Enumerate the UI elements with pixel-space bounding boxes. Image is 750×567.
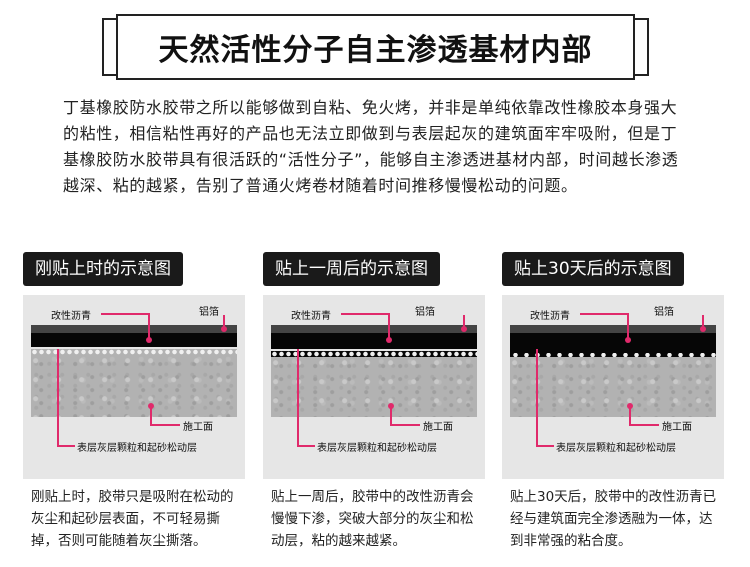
- label-foil: 铝箔: [415, 307, 435, 318]
- panel-caption: 刚贴上时，胶带只是吸附在松动的灰尘和起砂层表面，不可轻易撕掉，否则可能随着灰尘撕…: [31, 489, 234, 549]
- foil-layer: [271, 325, 477, 333]
- asphalt-layer: [510, 333, 716, 355]
- panel-one-week: 贴上一周后的示意图 改性沥青 铝箔 施工面 表层灰层颗粒和起砂松动层 贴上一周后…: [263, 252, 485, 552]
- concrete-substrate: [271, 357, 477, 417]
- panel-caption: 贴上一周后，胶带中的改性沥青会慢慢下渗，突破大部分的灰尘和松动层，粘的越来越紧。: [271, 489, 474, 549]
- pointer-line: [536, 445, 554, 447]
- pointer-dot: [700, 326, 706, 332]
- foil-layer: [510, 325, 716, 333]
- pointer-line: [629, 424, 659, 426]
- pointer-dot: [386, 337, 392, 343]
- pointer-line: [150, 424, 180, 426]
- pointer-line: [148, 313, 150, 341]
- label-asphalt: 改性沥青: [51, 311, 91, 322]
- page-title-frame: 天然活性分子自主渗透基材内部: [102, 14, 649, 82]
- dust-particles: [31, 349, 237, 355]
- pointer-line: [57, 445, 75, 447]
- pointer-dot: [461, 326, 467, 332]
- panel-heading: 刚贴上时的示意图: [23, 252, 183, 286]
- asphalt-layer: [271, 333, 477, 349]
- pointer-line: [580, 313, 628, 315]
- pointer-line: [536, 349, 538, 447]
- pointer-line: [297, 349, 299, 447]
- concrete-substrate: [31, 355, 237, 417]
- label-dust: 表层灰层颗粒和起砂松动层: [556, 443, 676, 454]
- dust-particles: [271, 351, 477, 357]
- pointer-line: [463, 315, 465, 329]
- pointer-line: [150, 406, 152, 424]
- concrete-substrate: [510, 357, 716, 417]
- pointer-line: [101, 313, 149, 315]
- foil-layer: [31, 325, 237, 333]
- page-title: 天然活性分子自主渗透基材内部: [158, 33, 593, 68]
- dust-particles: [510, 353, 716, 357]
- pointer-line: [629, 406, 631, 424]
- pointer-line: [57, 349, 59, 447]
- label-asphalt: 改性沥青: [291, 311, 331, 322]
- layer-diagram: 改性沥青 铝箔 施工面 表层灰层颗粒和起砂松动层: [23, 295, 245, 479]
- panel-initial: 刚贴上时的示意图 改性沥青 铝箔 施工面 表层灰层颗粒和起砂松动层 刚贴上时，胶…: [23, 252, 245, 552]
- label-foil: 铝箔: [199, 307, 219, 318]
- layer-diagram: 改性沥青 铝箔 施工面 表层灰层颗粒和起砂松动层: [502, 295, 724, 479]
- pointer-line: [627, 313, 629, 341]
- panel-thirty-days: 贴上30天后的示意图 改性沥青 铝箔 施工面 表层灰层颗粒和起砂松动层 贴上30…: [502, 252, 724, 552]
- pointer-line: [297, 445, 315, 447]
- intro-paragraph: 丁基橡胶防水胶带之所以能够做到自粘、免火烤，并非是单纯依靠改性橡胶本身强大的粘性…: [63, 98, 679, 195]
- pointer-line: [388, 313, 390, 341]
- label-asphalt: 改性沥青: [530, 311, 570, 322]
- pointer-dot: [146, 337, 152, 343]
- title-inner-border: 天然活性分子自主渗透基材内部: [116, 14, 635, 80]
- pointer-line: [390, 406, 392, 424]
- pointer-line: [702, 315, 704, 329]
- panel-heading: 贴上30天后的示意图: [502, 252, 684, 286]
- pointer-dot: [625, 337, 631, 343]
- label-dust: 表层灰层颗粒和起砂松动层: [317, 443, 437, 454]
- pointer-line: [390, 424, 420, 426]
- pointer-line: [223, 315, 225, 329]
- label-surface: 施工面: [662, 422, 692, 433]
- panel-caption: 贴上30天后，胶带中的改性沥青已经与建筑面完全渗透融为一体，达到非常强的粘合度。: [510, 489, 717, 549]
- label-foil: 铝箔: [654, 307, 674, 318]
- pointer-dot: [221, 326, 227, 332]
- layer-diagram: 改性沥青 铝箔 施工面 表层灰层颗粒和起砂松动层: [263, 295, 485, 479]
- label-surface: 施工面: [183, 422, 213, 433]
- pointer-line: [341, 313, 389, 315]
- panel-heading: 贴上一周后的示意图: [263, 252, 440, 286]
- asphalt-layer: [31, 333, 237, 347]
- label-surface: 施工面: [423, 422, 453, 433]
- label-dust: 表层灰层颗粒和起砂松动层: [77, 443, 197, 454]
